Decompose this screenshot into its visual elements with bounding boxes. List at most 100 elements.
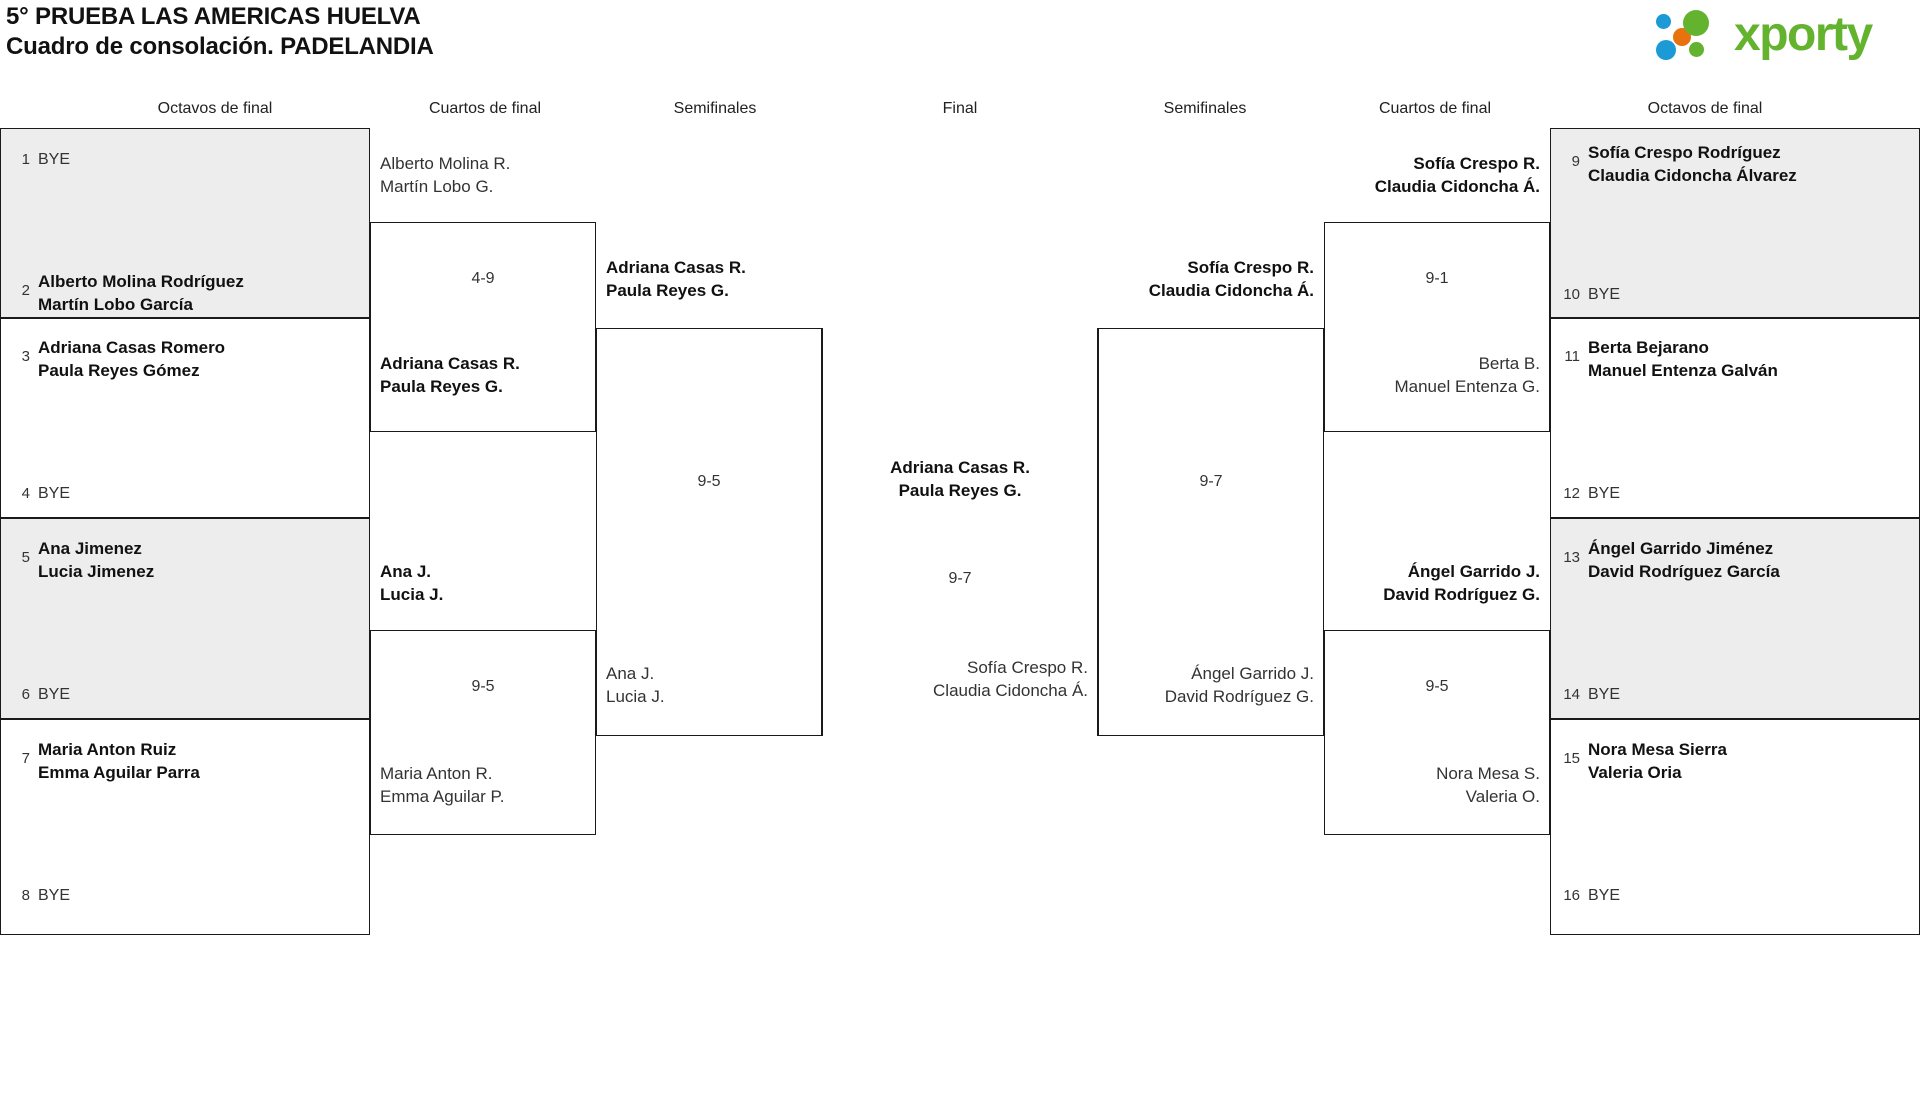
final-match[interactable] — [822, 328, 1098, 736]
seed-names: BYE — [1588, 485, 1621, 502]
left-cuartos-entry-1: Alberto Molina R. Martín Lobo G. — [380, 154, 511, 196]
seed-names: BYE — [38, 485, 71, 502]
left-seed-entry-6[interactable]: 6 BYE — [8, 683, 70, 706]
left-octavos-match-2[interactable] — [0, 318, 370, 518]
right-semis-entry-2: Ángel Garrido J. David Rodríguez G. — [1164, 664, 1314, 706]
seed-names-p2: David Rodríguez García — [1588, 562, 1780, 581]
seed-names-p1: Berta Bejarano — [1588, 338, 1709, 357]
right-cuartos-score-1: 9-1 — [1425, 270, 1449, 287]
round-header-cuartos-left: Cuartos de final — [428, 100, 542, 117]
final-runner-up: Sofía Crespo R. Claudia Cidoncha Á. — [933, 658, 1088, 700]
seed-number: 6 — [21, 686, 30, 703]
right-seed-entry-14[interactable]: 14 BYE — [1558, 683, 1620, 706]
right-octavos-match-2[interactable] — [1550, 318, 1920, 518]
final-score: 9-7 — [948, 570, 972, 587]
title-line-2: Cuadro de consolación. PADELANDIA — [6, 33, 434, 60]
seed-names-p1: Ana Jimenez — [38, 539, 142, 558]
right-seed-entry-12[interactable]: 12 BYE — [1558, 482, 1620, 505]
left-seed-entry-1[interactable]: 1 BYE — [8, 148, 70, 171]
round-header-semifinales-left: Semifinales — [673, 100, 757, 117]
seed-names-p1: Adriana Casas Romero — [38, 338, 226, 357]
right-seed-entry-13[interactable]: 13 Ángel Garrido Jiménez David Rodríguez… — [1558, 537, 1780, 583]
left-seed-entry-3[interactable]: 3 Adriana Casas Romero Paula Reyes Gómez — [8, 336, 225, 382]
right-semis-entry-1: Sofía Crespo R. Claudia Cidoncha Á. — [1148, 258, 1314, 300]
left-seed-entry-5[interactable]: 5 Ana Jimenez Lucia Jimenez — [8, 537, 155, 583]
seed-number: 9 — [1571, 153, 1580, 170]
seed-names: BYE — [1588, 887, 1621, 904]
seed-number: 2 — [21, 282, 30, 299]
left-semis-entry-2: Ana J. Lucia J. — [606, 664, 665, 706]
seed-number: 12 — [1563, 485, 1580, 502]
seed-number: 10 — [1563, 286, 1580, 303]
seed-number: 14 — [1563, 686, 1580, 703]
right-cuartos-entry-2: Berta B. Manuel Entenza G. — [1394, 354, 1540, 396]
left-seed-entry-8[interactable]: 8 BYE — [8, 884, 70, 907]
right-seed-entry-10[interactable]: 10 BYE — [1558, 283, 1620, 306]
round-header-cuartos-right: Cuartos de final — [1378, 100, 1492, 117]
seed-number: 16 — [1563, 887, 1580, 904]
round-header-semifinales-right: Semifinales — [1163, 100, 1247, 117]
seed-names-p2: Valeria Oria — [1588, 763, 1682, 782]
right-seed-entry-16[interactable]: 16 BYE — [1558, 884, 1620, 907]
left-semis-entry-1: Adriana Casas R. Paula Reyes G. — [606, 258, 746, 300]
left-seed-entry-4[interactable]: 4 BYE — [8, 482, 70, 505]
logo-dots-icon — [1656, 10, 1728, 62]
left-cuartos-entry-3: Ana J. Lucia J. — [380, 562, 444, 604]
right-seed-entry-15[interactable]: 15 Nora Mesa Sierra Valeria Oria — [1558, 738, 1727, 784]
seed-names-p2: Martín Lobo García — [38, 295, 193, 314]
right-cuartos-match-2[interactable] — [1324, 630, 1550, 835]
right-semis-score: 9-7 — [1199, 473, 1223, 490]
left-cuartos-entry-2: Adriana Casas R. Paula Reyes G. — [380, 354, 520, 396]
seed-number: 13 — [1563, 549, 1580, 566]
right-octavos-match-3[interactable] — [1550, 518, 1920, 719]
left-cuartos-score-1: 4-9 — [471, 270, 495, 287]
seed-number: 15 — [1563, 750, 1580, 767]
seed-number: 3 — [21, 348, 30, 365]
left-cuartos-match-2[interactable] — [370, 630, 596, 835]
seed-names-p1: Nora Mesa Sierra — [1588, 740, 1727, 759]
seed-names-p2: Manuel Entenza Galván — [1588, 361, 1778, 380]
seed-names-p1: Alberto Molina Rodríguez — [38, 272, 244, 291]
left-cuartos-entry-4: Maria Anton R. Emma Aguilar P. — [380, 764, 505, 806]
right-seed-entry-11[interactable]: 11 Berta Bejarano Manuel Entenza Galván — [1558, 336, 1778, 382]
seed-names-p2: Claudia Cidoncha Álvarez — [1588, 166, 1797, 185]
right-cuartos-score-2: 9-5 — [1425, 678, 1449, 695]
round-header-final: Final — [942, 100, 978, 117]
right-octavos-match-4[interactable] — [1550, 719, 1920, 935]
left-octavos-match-1[interactable] — [0, 128, 370, 318]
left-semis-match[interactable] — [596, 328, 822, 736]
seed-number: 11 — [1564, 348, 1580, 365]
right-cuartos-match-1[interactable] — [1324, 222, 1550, 432]
seed-number: 8 — [21, 887, 30, 904]
left-octavos-match-4[interactable] — [0, 719, 370, 935]
seed-names: BYE — [1588, 686, 1621, 703]
seed-names-p2: Emma Aguilar Parra — [38, 763, 200, 782]
final-champion: Adriana Casas R. Paula Reyes G. — [890, 458, 1030, 500]
seed-names-p1: Sofía Crespo Rodríguez — [1588, 143, 1781, 162]
title-line-1: 5° PRUEBA LAS AMERICAS HUELVA — [6, 3, 421, 30]
round-header-octavos-right: Octavos de final — [1647, 100, 1763, 117]
seed-names-p1: Ángel Garrido Jiménez — [1588, 539, 1774, 558]
page-title: 5° PRUEBA LAS AMERICAS HUELVA Cuadro de … — [6, 2, 906, 62]
right-cuartos-entry-1: Sofía Crespo R. Claudia Cidoncha Á. — [1374, 154, 1540, 196]
left-seed-entry-7[interactable]: 7 Maria Anton Ruiz Emma Aguilar Parra — [8, 738, 200, 784]
right-cuartos-entry-4: Nora Mesa S. Valeria O. — [1436, 764, 1540, 806]
left-cuartos-score-2: 9-5 — [471, 678, 495, 695]
right-octavos-match-1[interactable] — [1550, 128, 1920, 318]
seed-names: BYE — [38, 151, 71, 168]
round-header-octavos-left: Octavos de final — [157, 100, 273, 117]
left-octavos-match-3[interactable] — [0, 518, 370, 719]
seed-names: BYE — [38, 686, 71, 703]
right-seed-entry-9[interactable]: 9 Sofía Crespo Rodríguez Claudia Cidonch… — [1558, 141, 1797, 187]
seed-names: BYE — [1588, 286, 1621, 303]
seed-names: BYE — [38, 887, 71, 904]
left-cuartos-match-1[interactable] — [370, 222, 596, 432]
seed-number: 4 — [21, 485, 30, 502]
left-semis-score: 9-5 — [697, 473, 721, 490]
seed-names-p2: Lucia Jimenez — [38, 562, 155, 581]
xporty-logo[interactable]: xporty — [1656, 6, 1906, 68]
right-semis-match[interactable] — [1098, 328, 1324, 736]
left-seed-entry-2[interactable]: 2 Alberto Molina Rodríguez Martín Lobo G… — [8, 270, 244, 316]
seed-number: 7 — [21, 750, 30, 767]
